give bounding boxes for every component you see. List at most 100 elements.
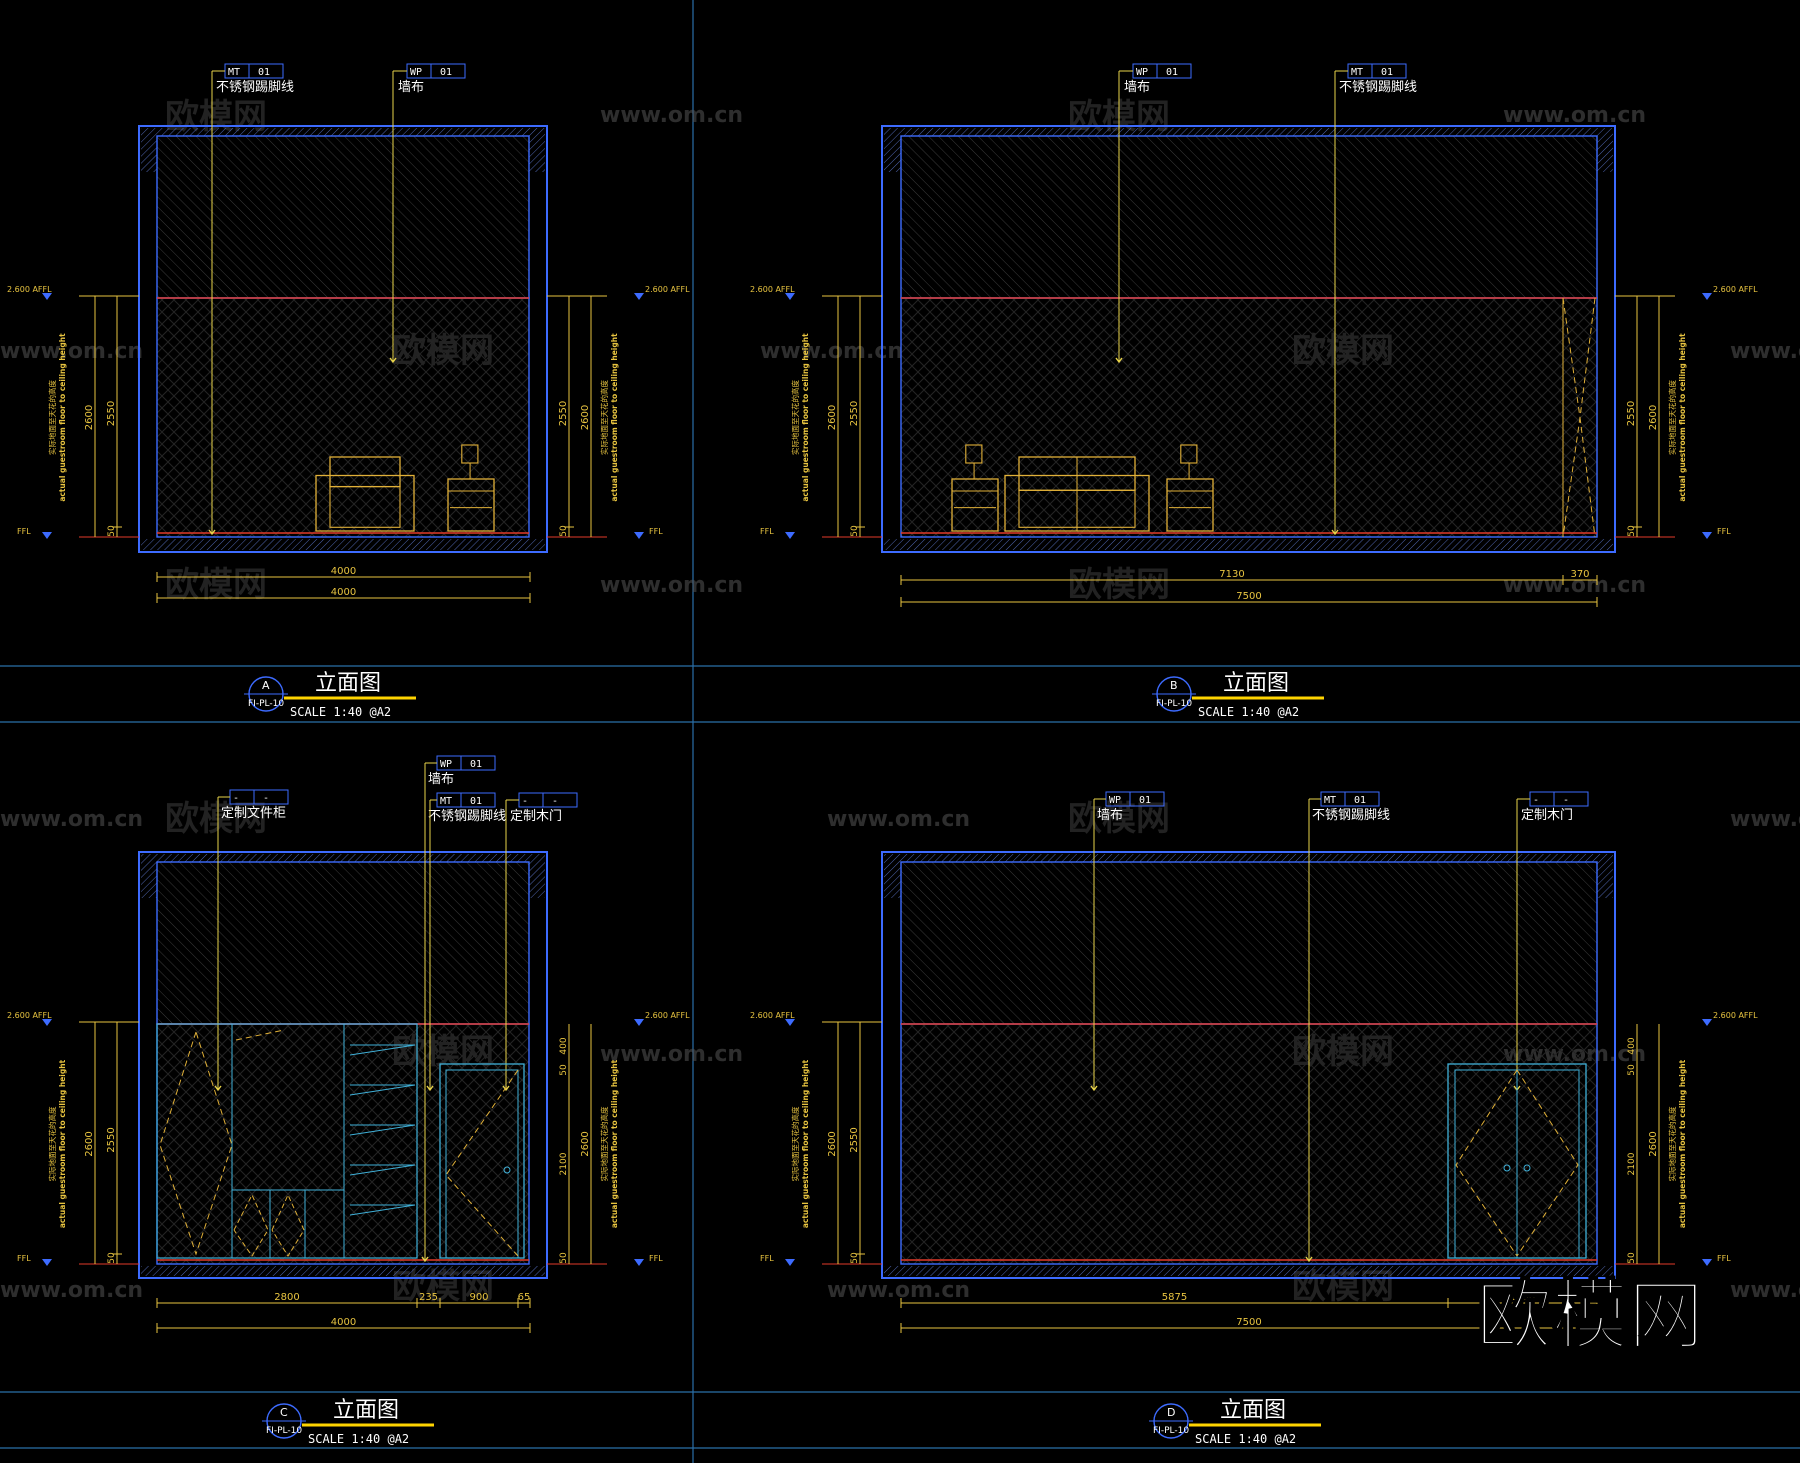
material-tag-num-box xyxy=(248,63,284,79)
door-dim-2100: 2100 xyxy=(1627,1152,1637,1175)
ceiling-height-note-cn: 实际地面至天花的高度 xyxy=(1667,380,1677,455)
left-beam-hatch xyxy=(141,136,157,172)
ceiling-void-hatch xyxy=(900,135,1598,299)
material-tag-label: 定制木门 xyxy=(1521,808,1573,823)
material-tag-num: 01 xyxy=(470,796,482,807)
door-swing-left xyxy=(1455,1069,1518,1257)
material-tag-num: 01 xyxy=(440,67,452,78)
cabinet-door-swing-left xyxy=(159,1031,233,1256)
ceiling-slab-hatch xyxy=(884,854,1613,862)
cabinet-shelf-edge-2 xyxy=(349,1084,416,1096)
material-tag-num-box xyxy=(1553,791,1589,807)
watermark-brand-text: 欧模网 xyxy=(165,565,267,605)
ffl-label: FFL xyxy=(17,1254,31,1263)
height-dim-50: 50 xyxy=(107,525,117,537)
ceiling-height-note-cn: 实际地面至天花的高度 xyxy=(790,1106,800,1181)
cabinet-shelf-edge-4 xyxy=(349,1164,416,1176)
ceiling-void-hatch xyxy=(156,861,530,1025)
left-beam-hatch xyxy=(884,862,901,898)
material-tag-code: MT xyxy=(1324,795,1336,806)
height-dim-2600: 2600 xyxy=(84,1131,95,1156)
elevation-id-letter: B xyxy=(1170,679,1178,692)
height-dim-2550: 2550 xyxy=(106,1127,117,1152)
ffl-label: FFL xyxy=(649,1254,663,1263)
material-tag-label: 墙布 xyxy=(398,80,424,95)
right-beam-hatch xyxy=(529,862,545,898)
wall-fabric-area xyxy=(156,1023,530,1265)
title-reference-code: FI-PL-10 xyxy=(1153,1426,1189,1436)
material-tag-code: MT xyxy=(440,796,452,807)
watermark-brand-text: 欧模网 xyxy=(165,799,267,839)
elevation-title: 立面图 xyxy=(1223,671,1289,696)
material-tag-num-box xyxy=(430,63,466,79)
wall-outline xyxy=(881,851,1616,1279)
ceiling-height-note-en: actual guestroom floor to ceiling height xyxy=(58,333,67,502)
width-dim-gap-label: 235 xyxy=(419,1292,438,1303)
height-dim-2600: 2600 xyxy=(580,405,591,430)
width-dim-door-label: 370 xyxy=(1570,569,1589,580)
leader-arrow xyxy=(1115,357,1123,364)
elevation-scale: SCALE 1:40 @A2 xyxy=(1198,705,1299,719)
level-label-affl: 2.600 AFFL xyxy=(645,1011,690,1020)
material-tag-code: - xyxy=(522,796,528,807)
level-marker-triangle xyxy=(634,293,644,300)
elevation-scale: SCALE 1:40 @A2 xyxy=(308,1432,409,1446)
material-tag-num-box xyxy=(1371,63,1407,79)
right-beam-hatch xyxy=(1597,862,1613,898)
watermark-site-text: www.om.cn xyxy=(827,1278,970,1303)
material-tag-num: 01 xyxy=(1354,795,1366,806)
width-dim-overall-label: 7500 xyxy=(1236,1317,1261,1328)
door-dim-2100: 2100 xyxy=(559,1152,569,1175)
ceiling-height-note-cn: 实际地面至天花的高度 xyxy=(599,1106,609,1181)
material-tag-num-box xyxy=(1344,791,1380,807)
material-tag-label: 墙布 xyxy=(1097,808,1123,823)
ceiling-height-note-cn: 实际地面至天花的高度 xyxy=(790,380,800,455)
armchair-seat xyxy=(329,486,401,528)
ceiling-void-hatch xyxy=(900,861,1598,1025)
door-dim-50-top: 50 xyxy=(559,1064,569,1076)
level-marker-triangle xyxy=(785,1019,795,1026)
ceiling-height-note-en: actual guestroom floor to ceiling height xyxy=(1678,1059,1687,1228)
elevation-id-letter: A xyxy=(262,679,270,692)
leader-arrow xyxy=(1090,1085,1098,1092)
width-dim-door-label: 1500 xyxy=(1510,1292,1535,1303)
door-swing-b xyxy=(1579,297,1596,538)
door-dim-400: 400 xyxy=(559,1037,569,1054)
watermark-site-text: www.om.cn xyxy=(0,1278,143,1303)
ceiling-height-note-en: actual guestroom floor to ceiling height xyxy=(1678,333,1687,502)
width-dim-overall-label: 4000 xyxy=(331,587,356,598)
sofa-seat xyxy=(1018,489,1136,528)
cabinet-base-swing-1 xyxy=(233,1193,269,1257)
material-tag-code: WP xyxy=(410,67,422,78)
watermark-site-text: www.om.cn xyxy=(600,103,743,128)
height-dim-50: 50 xyxy=(107,1252,117,1264)
material-tag-num: - xyxy=(263,793,269,804)
ffl-label: FFL xyxy=(1717,1254,1731,1263)
height-dim-2550: 2550 xyxy=(849,401,860,426)
ffl-label: FFL xyxy=(17,527,31,536)
cabinet-base-swing-2 xyxy=(271,1193,305,1257)
width-dim-overall-label: 4000 xyxy=(331,1317,356,1328)
level-marker-triangle xyxy=(1702,293,1712,300)
watermark-site-text: www.om.cn xyxy=(1730,339,1800,364)
watermark-site-text: www.om.cn xyxy=(1503,573,1646,598)
height-dim-2550: 2550 xyxy=(1626,401,1637,426)
height-dim-2600: 2600 xyxy=(84,405,95,430)
door-handle-left xyxy=(1503,1164,1511,1172)
brand-logo-text: 欧模网 xyxy=(1476,1271,1704,1360)
material-tag-code: MT xyxy=(1351,67,1363,78)
height-dim-2550: 2550 xyxy=(558,401,569,426)
material-tag-num-box xyxy=(1129,791,1165,807)
material-tag-code: WP xyxy=(1136,67,1148,78)
left-beam-hatch xyxy=(884,136,901,172)
ceiling-void-hatch xyxy=(156,135,530,299)
right-beam-hatch xyxy=(529,136,545,172)
floor-slab-hatch xyxy=(884,1266,1613,1276)
ffl-marker-triangle xyxy=(785,1259,795,1266)
ceiling-height-note-en: actual guestroom floor to ceiling height xyxy=(610,333,619,502)
elevation-title: 立面图 xyxy=(333,1398,399,1423)
floor-slab-hatch xyxy=(141,1266,545,1276)
wall-fabric-area xyxy=(900,1023,1598,1265)
